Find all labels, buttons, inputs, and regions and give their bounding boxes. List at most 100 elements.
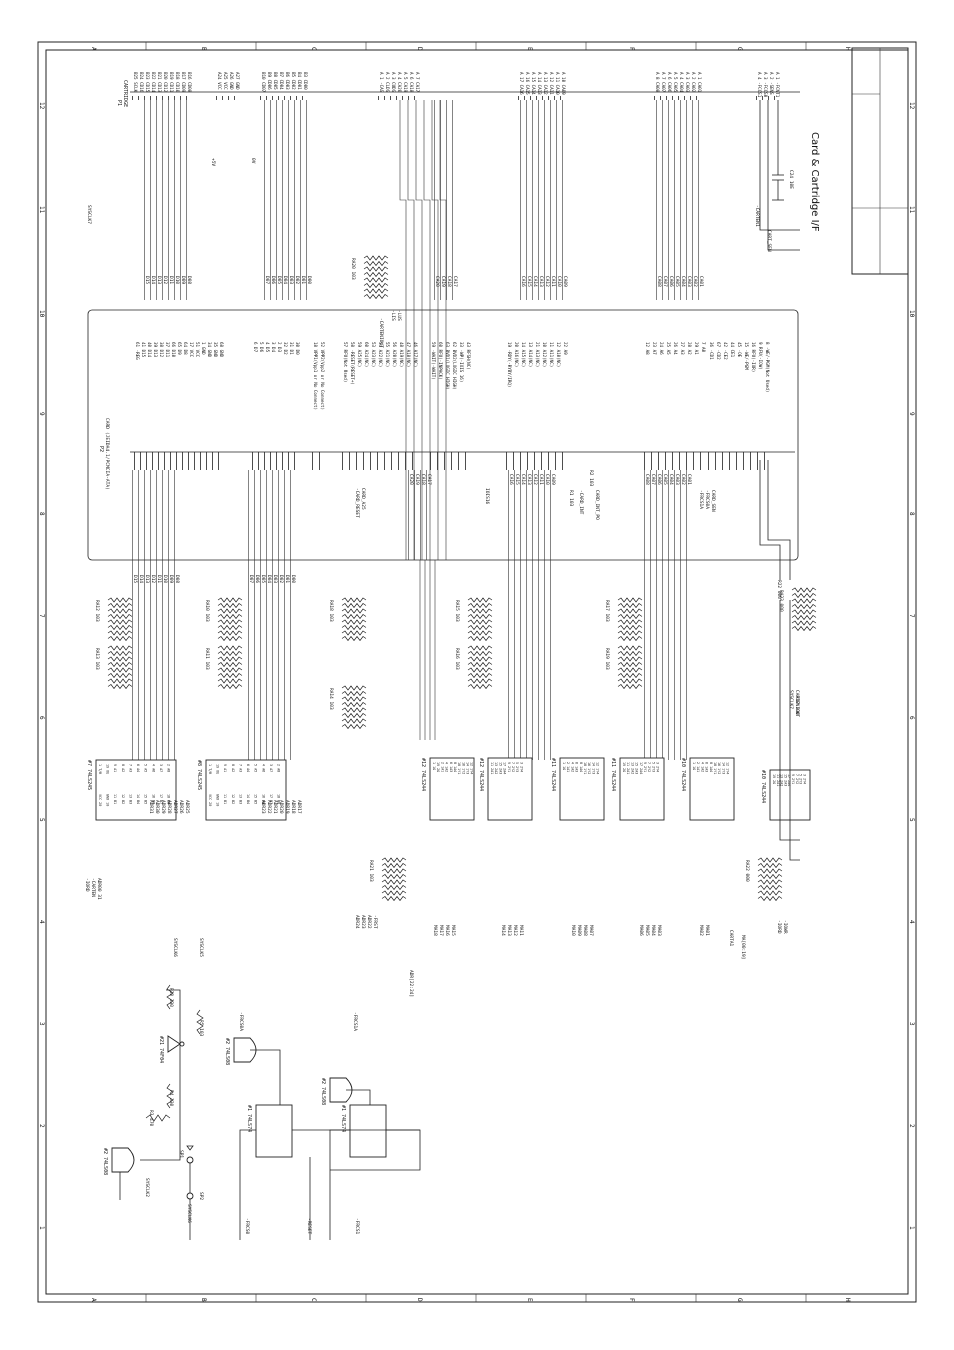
ic-pin-label: 2 A8 — [167, 764, 171, 772]
capacitor-c24: C24 10E — [772, 100, 794, 201]
card-pin-label: 10 A12(NC) — [542, 342, 547, 367]
signal-wire — [415, 100, 423, 560]
bus-label: D06 — [254, 575, 260, 583]
ic-pin-label: 18 1Y1 — [583, 762, 587, 774]
ic-pin-label: 15 2A3 — [783, 774, 787, 786]
resistor-element — [617, 619, 643, 625]
zone-letters: A B C D E F G H A B C D E F G H — [90, 47, 851, 1302]
net-label: -FRCS0A — [704, 490, 710, 509]
ic-pin-label: 1 T/R — [208, 764, 212, 775]
net-label: ADR22 — [366, 915, 372, 929]
bus-label: D02 — [278, 575, 284, 583]
resistor-element — [791, 603, 817, 610]
resistor-element — [217, 678, 243, 684]
card-pin-label: 21 A13(NC) — [535, 342, 540, 367]
ic-pin-label: 14 B4 — [136, 794, 140, 804]
svg-text:6: 6 — [38, 716, 45, 720]
net-label: SYSCLK5 — [198, 938, 204, 957]
ic-pin-label: 1 1G — [432, 762, 436, 770]
net-label: ADR19 — [284, 800, 290, 814]
net-label: SYSCLK6 — [186, 1204, 192, 1223]
resistor-element — [791, 587, 817, 593]
card-pin-label: 59 A25(NC) — [357, 342, 362, 367]
bus-label: D12 — [162, 276, 168, 284]
cartridge-pin-label: A 1 CA01 — [697, 72, 702, 93]
resistor-element — [341, 685, 367, 691]
resistor-element — [107, 608, 133, 614]
net-label: -CARTENIOUT — [378, 318, 384, 348]
bus-label: D09 — [168, 575, 174, 583]
resistor-element — [757, 890, 783, 896]
bus-label: D13 — [156, 276, 162, 284]
bus-label: D10 — [174, 276, 180, 284]
resistor-label: R22 000 — [776, 580, 782, 599]
zone-letter-top: H — [844, 47, 851, 51]
cartridge-pin-label: A 7 CA17 — [415, 72, 420, 93]
bus-label: D15 — [132, 575, 138, 583]
card-pin-label: 67 -CD2 — [716, 342, 721, 360]
bus-label: CA11 — [550, 276, 556, 287]
ic-ref: #21 74F04 — [158, 1036, 164, 1063]
cartridge-pin-label: A 17 CA16 — [519, 72, 524, 95]
svg-text:11: 11 — [38, 206, 45, 214]
resistor-array-label: RA15 103 — [454, 600, 460, 622]
resistor-element — [341, 707, 367, 713]
zone-ticks — [37, 42, 807, 1302]
ic-body — [559, 757, 605, 821]
resistor-element — [467, 672, 493, 679]
bus-label: CA13 — [538, 276, 544, 287]
cartridge-pin-label: B19 CD11 — [169, 72, 174, 93]
zone-letter-bottom: G — [736, 1298, 743, 1302]
cartridge-pin-label: A25 VCC — [223, 72, 228, 90]
bus-label: D15 — [144, 276, 150, 284]
net-label: MA11 — [518, 925, 524, 936]
card-pin-label: 17 VCC — [189, 342, 194, 358]
svg-text:2: 2 — [38, 1124, 45, 1128]
resistor-element — [217, 613, 243, 620]
bus-label: CA12 — [544, 276, 550, 287]
bus-label: CA08 — [644, 474, 650, 485]
ic-pin-label: 12 B2 — [231, 794, 235, 804]
resistor-element — [757, 884, 783, 891]
bus-label: CA14 — [520, 474, 526, 485]
bus-label: CA05 — [662, 474, 668, 485]
ic-ref: #2 74LS08 — [320, 1078, 326, 1105]
zone-letter-bottom: D — [416, 1298, 423, 1302]
resistor-element — [217, 608, 243, 614]
clock-logic — [111, 984, 421, 1240]
ic-pin-label: 16 1Y2 — [587, 762, 591, 774]
bus-label: CA02 — [692, 276, 698, 287]
net-label: ADR17 — [296, 800, 302, 814]
cartridge-pin-label: A 2 -SENS — [769, 72, 774, 95]
resistor-element — [617, 624, 643, 631]
card-pin-label: 2 D3 — [277, 342, 282, 353]
bus-label: CA19 — [414, 474, 420, 485]
resistor-element — [791, 625, 817, 632]
ic-ref: #2 74LS08 — [224, 1038, 230, 1065]
bus-label: D05 — [260, 575, 266, 583]
ic-body — [429, 757, 475, 821]
resistor-element — [617, 683, 643, 690]
resistor-element — [363, 293, 389, 300]
ic-pin-label: 12 1Y4 — [726, 762, 730, 774]
resistor-element — [107, 602, 133, 609]
zone-letter-top: C — [310, 47, 317, 51]
ic-pin-label: 13 2A2 — [630, 762, 634, 774]
resistor-element — [107, 645, 133, 651]
ic-pin-label: 4 1A2 — [700, 762, 704, 772]
ic-pin-label: 3 2Y4 — [802, 774, 806, 784]
net-label: MA02 — [698, 925, 704, 936]
zone-letter-top: D — [416, 47, 423, 51]
ic-pin-label: 6 A4 — [136, 764, 140, 772]
card-pin-label: 16 RFU(-IOR) — [751, 342, 756, 372]
ic-pin-label: 4 A6 — [261, 764, 265, 772]
card-pin-label: 57 RFU(Not Used) — [343, 342, 348, 382]
resistor-element — [467, 650, 493, 657]
cartridge-pin-label: A 11 CA10 — [555, 72, 560, 95]
resistor-element — [467, 613, 493, 620]
resistor-element — [363, 260, 389, 267]
resistor-element — [217, 624, 243, 631]
bus-label: CA03 — [686, 276, 692, 287]
bus-label: D14 — [150, 276, 156, 284]
